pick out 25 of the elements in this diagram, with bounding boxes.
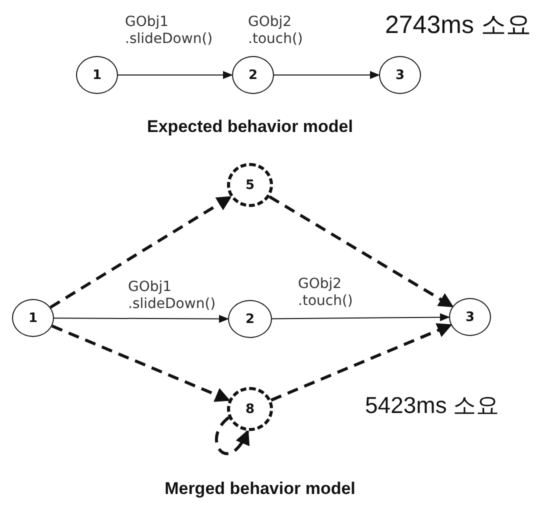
- arrow: [272, 313, 450, 322]
- dashed-arrow: [270, 323, 452, 402]
- state-circle: 3: [449, 298, 491, 336]
- state-circle: 2: [232, 56, 274, 94]
- edge-label: GObj1 .slideDown(): [125, 14, 214, 48]
- dashed-state-circle: 5: [227, 163, 273, 207]
- arrow: [54, 314, 229, 323]
- dashed-state-circle: 8: [227, 387, 273, 431]
- arrow: [118, 71, 233, 79]
- duration-text: 5423ms 소요: [365, 391, 500, 420]
- dashed-arrow: [51, 324, 230, 402]
- caption: Expected behavior model: [146, 117, 354, 137]
- dashed-arrow: [268, 195, 454, 308]
- dashed-arrow: [50, 196, 232, 309]
- state-circle: 3: [379, 56, 421, 94]
- arrow: [274, 71, 380, 79]
- edge-label: GObj2 .touch(): [248, 14, 304, 48]
- duration-text: 2743ms 소요: [385, 10, 532, 41]
- state-circle: 1: [12, 299, 54, 337]
- state-circle: 1: [76, 56, 118, 94]
- dashed-arrow: [215, 416, 250, 456]
- caption: Merged behavior model: [164, 479, 356, 499]
- edge-label: GObj1 .slideDown(): [128, 279, 217, 313]
- state-circle: 2: [228, 300, 272, 338]
- edge-label: GObj2 .touch(): [298, 276, 354, 310]
